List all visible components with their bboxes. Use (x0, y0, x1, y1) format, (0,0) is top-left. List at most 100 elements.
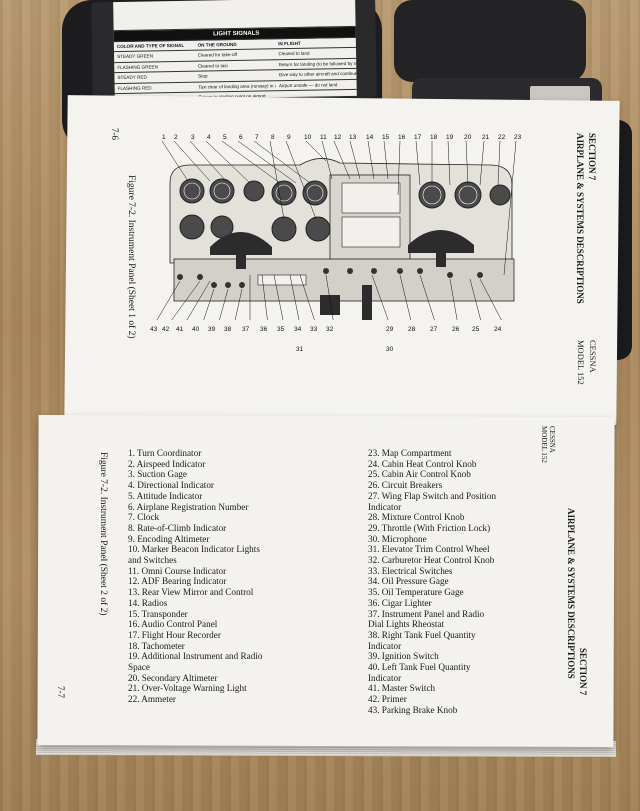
top-section-title: AIRPLANE & SYSTEMS DESCRIPTIONS (575, 133, 585, 304)
card-cell: Return for landing (to be followed by st… (278, 60, 357, 67)
callout: 31 (296, 346, 304, 353)
card-cell: Cleared to taxi (197, 62, 228, 69)
legend-item: 19. Additional Instrument and Radio (128, 651, 263, 662)
legend-item: 31. Elevator Trim Control Wheel (368, 544, 490, 555)
card-cell: Cleared for take-off (197, 52, 238, 58)
bottom-page-number: 7-7 (56, 686, 66, 698)
legend-item: 5. Attitude Indicator (128, 490, 203, 501)
top-page-number: 7-6 (110, 128, 120, 140)
bottom-section-label: SECTION 7 (578, 648, 588, 696)
legend-item: Indicator (368, 640, 402, 651)
card-cell: FLASHING RED (117, 85, 152, 91)
legend-item: 8. Rate-of-Climb Indicator (128, 522, 227, 533)
callout: 9 (287, 134, 291, 141)
top-model: MODEL 152 (576, 340, 586, 385)
callout: 3 (191, 134, 195, 141)
legend-item: 43. Parking Brake Knob (368, 704, 458, 715)
card-cell (276, 95, 357, 96)
legend-item: and Switches (128, 555, 177, 566)
callout: 26 (452, 326, 460, 333)
legend-item: 6. Airplane Registration Number (128, 501, 249, 512)
callout: 4 (207, 134, 211, 141)
callout: 29 (386, 326, 394, 333)
legend-item: 15. Transponder (128, 608, 188, 619)
callout: 17 (414, 134, 422, 141)
legend-list-left: 1. Turn Coordinator 2. Airspeed Indicato… (128, 448, 262, 705)
legend-item: 33. Electrical Switches (368, 565, 453, 576)
bottom-section-title: AIRPLANE & SYSTEMS DESCRIPTIONS (566, 508, 576, 679)
legend-item: 35. Oil Temperature Gage (368, 587, 464, 598)
card-col-signal: COLOR AND TYPE OF SIGNAL (116, 42, 185, 49)
legend-item: 3. Suction Gage (128, 469, 187, 480)
card-cell: Cleared to land (278, 50, 310, 57)
legend-item: 1. Turn Coordinator (128, 448, 202, 458)
light-signals-card: LIGHT SIGNALS COLOR AND TYPE OF SIGNAL O… (91, 0, 377, 103)
callout: 11 (320, 134, 327, 141)
legend-item: 11. Omni Course Indicator (128, 565, 227, 576)
legend-item: 30. Microphone (368, 533, 427, 544)
callout: 15 (382, 134, 390, 141)
callout: 12 (334, 134, 342, 141)
callout: 7 (255, 134, 259, 141)
callout: 23 (514, 134, 522, 141)
callout: 35 (277, 326, 285, 333)
callout: 21 (482, 134, 490, 141)
legend-item: 24. Cabin Heat Control Knob (368, 458, 477, 469)
page-7-7 (37, 414, 615, 748)
legend-item: 23. Map Compartment (368, 448, 452, 458)
callout: 28 (408, 326, 416, 333)
callout: 34 (294, 326, 302, 333)
callout: 1 (162, 134, 166, 141)
black-case-right (394, 0, 586, 82)
callout: 13 (349, 134, 357, 141)
callout: 14 (366, 134, 374, 141)
callout: 10 (304, 134, 312, 141)
callout: 41 (176, 326, 184, 333)
legend-item: 42. Primer (368, 694, 407, 705)
legend-item: 27. Wing Flap Switch and Position (368, 490, 497, 501)
callout: 38 (224, 326, 232, 333)
callout: 33 (310, 326, 318, 333)
legend-item: 39. Ignition Switch (368, 651, 439, 662)
legend-item: 7. Clock (128, 512, 160, 523)
callout-row-top: 1 2 3 4 5 6 7 8 9 10 11 12 13 14 15 16 1… (154, 134, 534, 144)
callout: 32 (326, 326, 334, 333)
legend-item: 10. Marker Beacon Indicator Lights (128, 544, 260, 555)
legend-item: 40. Left Tank Fuel Quantity (368, 662, 471, 673)
callout: 42 (162, 326, 170, 333)
callout: 5 (223, 134, 227, 141)
legend-item: 12. ADF Bearing Indicator (128, 576, 227, 587)
legend-item: 37. Instrument Panel and Radio (368, 608, 485, 619)
bottom-figure-caption: Figure 7-2. Instrument Panel (Sheet 2 of… (98, 452, 108, 616)
card-cell: Taxi clear of landing area (runway) in u… (198, 83, 277, 90)
card-header: LIGHT SIGNALS (212, 30, 260, 38)
callout: 40 (192, 326, 200, 333)
card-col-flight: IN FLIGHT (278, 40, 301, 46)
top-figure-caption: Figure 7-2. Instrument Panel (Sheet 1 of… (126, 175, 136, 339)
legend-item: 34. Oil Pressure Gage (368, 576, 449, 587)
callout: 36 (260, 326, 268, 333)
callout: 39 (208, 326, 216, 333)
legend-item: 36. Cigar Lighter (368, 597, 432, 608)
card-cell: Stop (198, 73, 208, 79)
legend-item: 13. Rear View Mirror and Control (128, 587, 254, 598)
legend-item: 14. Radios (128, 597, 168, 608)
bottom-brand: CESSNA (548, 426, 556, 453)
callout: 18 (430, 134, 438, 141)
callout: 30 (386, 346, 394, 353)
legend-item: 21. Over-Voltage Warning Light (128, 683, 247, 694)
legend-item: 16. Audio Control Panel (128, 619, 218, 630)
legend-item: Space (128, 662, 150, 673)
callout: 16 (398, 134, 406, 141)
callout: 25 (472, 326, 480, 333)
legend-item: 2. Airspeed Indicator (128, 458, 206, 469)
legend-item: 22. Ammeter (128, 694, 176, 705)
legend-item: Dial Lights Rheostat (368, 619, 445, 630)
legend-item: 32. Carburetor Heat Control Knob (368, 555, 495, 566)
card-cell: STEADY GREEN (117, 53, 154, 60)
callout-row-bottom: 43 42 41 40 39 38 37 36 35 34 33 32 31 3… (150, 326, 530, 353)
legend-item: 18. Tachometer (128, 640, 185, 651)
bottom-model: MODEL 152 (540, 426, 548, 463)
top-section-label: SECTION 7 (587, 133, 597, 181)
legend-item: 25. Cabin Air Control Knob (368, 469, 471, 480)
